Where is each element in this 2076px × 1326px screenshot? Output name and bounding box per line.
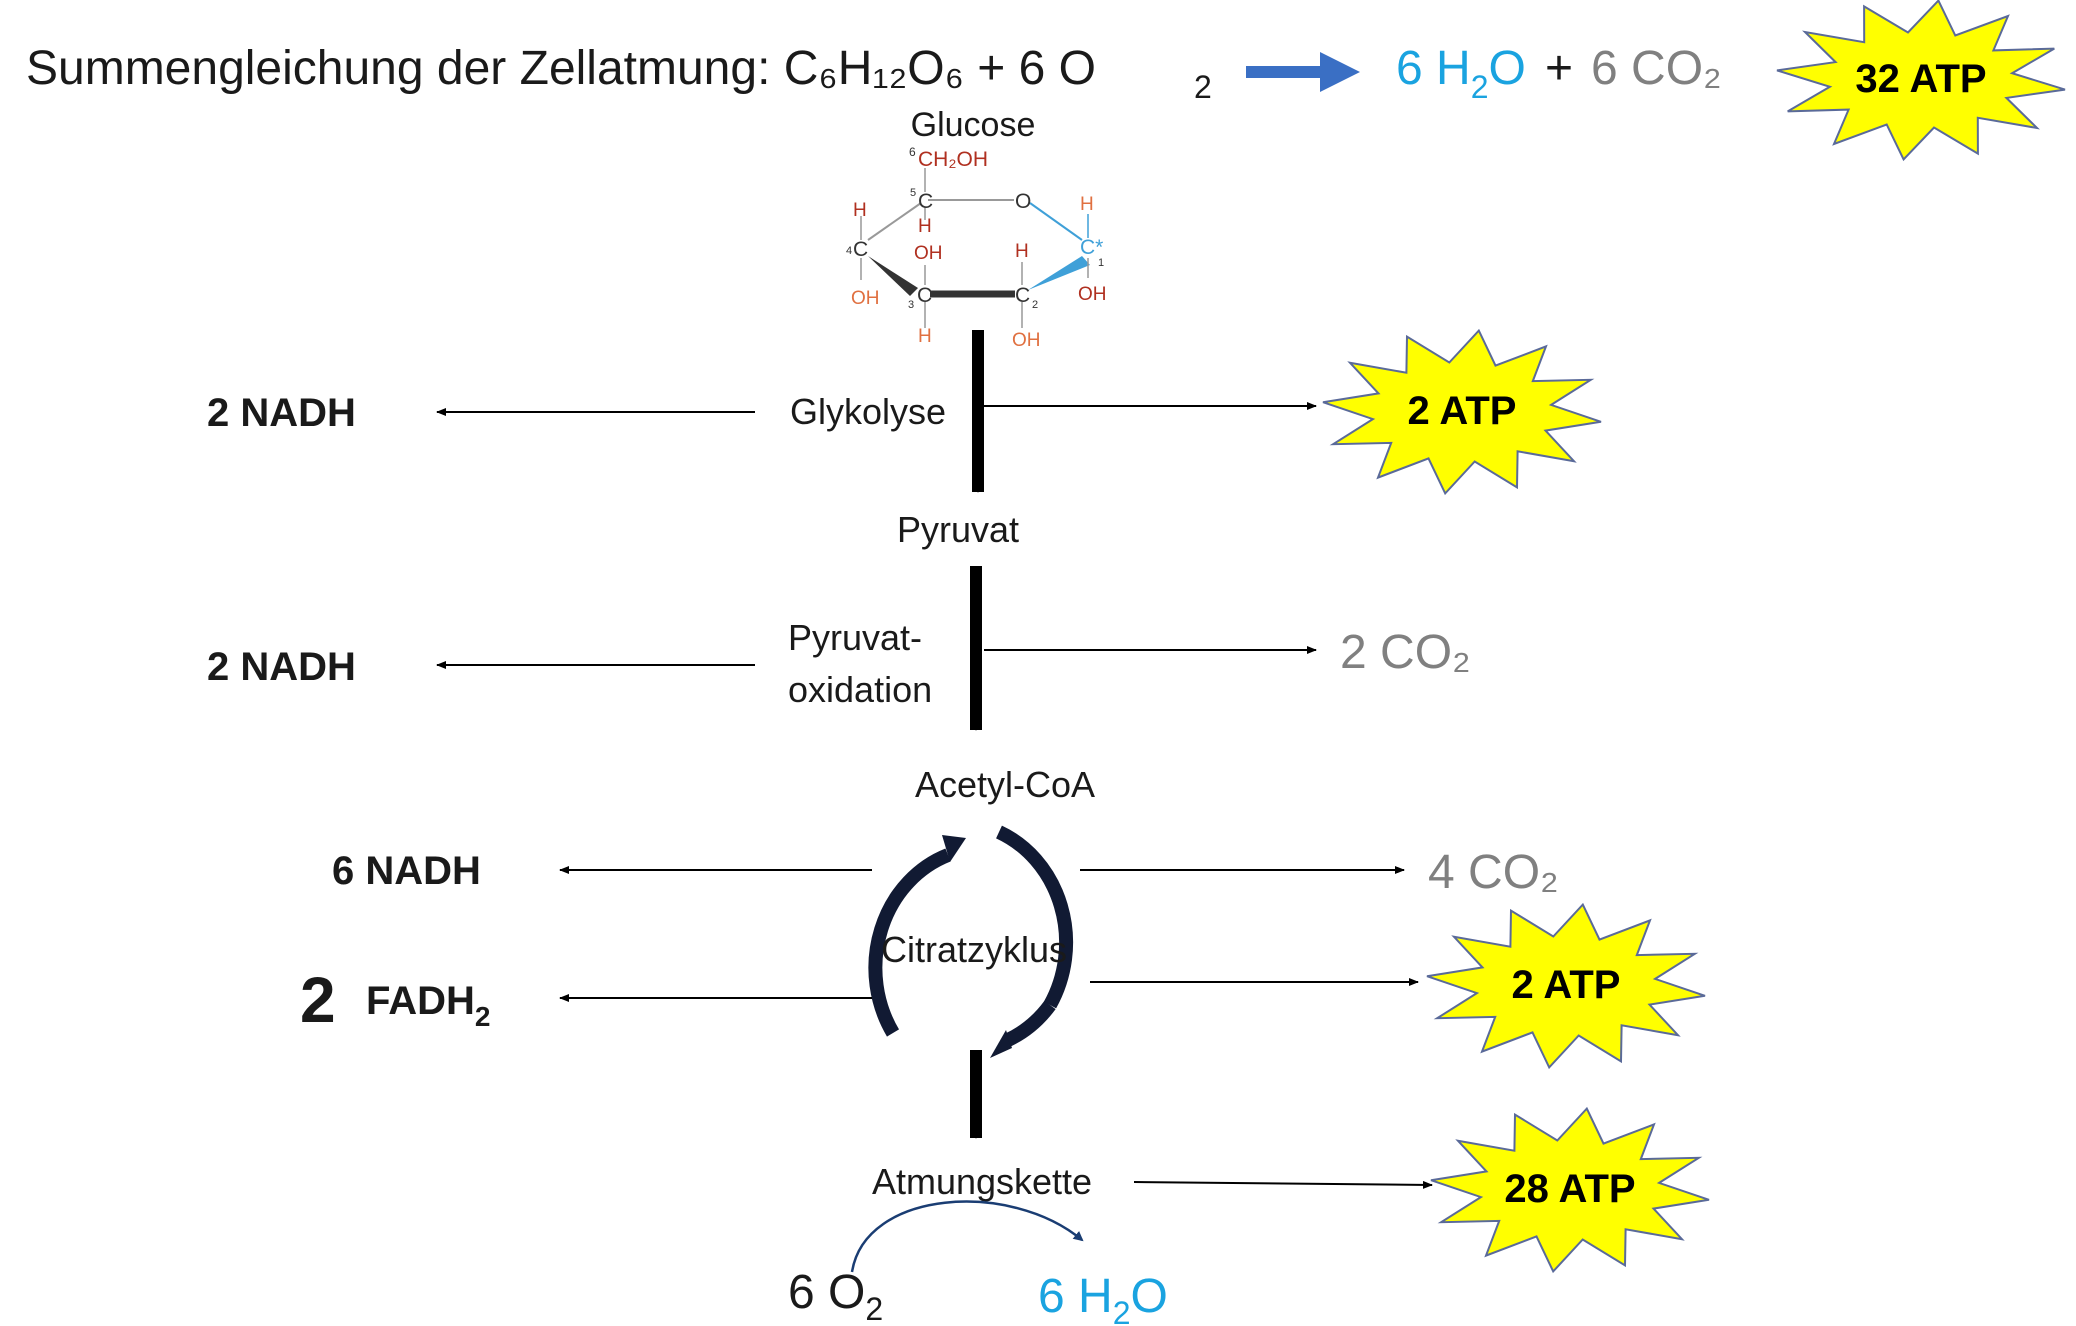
- pyr-nadh: 2 NADH: [207, 645, 356, 689]
- citrat-co2: 4 CO₂: [1428, 846, 1559, 899]
- step-citratzyklus: Citratzyklus: [881, 929, 1067, 970]
- svg-text:OH: OH: [914, 243, 943, 264]
- citrat-atp-label: 2 ATP: [1512, 963, 1621, 1007]
- star-citrat-atp: 2 ATP: [1426, 902, 1706, 1070]
- star-total-atp: 32 ATP: [1776, 0, 2066, 162]
- oxygen-to-water-arrow: [850, 1200, 1084, 1273]
- step-glykolyse: Glykolyse: [790, 391, 946, 432]
- step-pyruvat: Pyruvat: [897, 509, 1019, 550]
- svg-text:1: 1: [1098, 257, 1104, 269]
- starburst-icon: [1776, 0, 2066, 162]
- svg-text:4: 4: [846, 245, 852, 257]
- svg-text:H: H: [918, 326, 932, 347]
- atmung-h2o: 6 H2O: [1038, 1270, 1168, 1326]
- svg-text:H: H: [1080, 194, 1094, 215]
- svg-text:C*: C*: [1080, 236, 1103, 259]
- reaction-arrow-icon: [1246, 52, 1360, 92]
- starburst-icon: [1430, 1106, 1710, 1274]
- svg-text:OH: OH: [1012, 330, 1041, 351]
- equation-prefix: Summengleichung der Zellatmung: C₆H₁₂O₆ …: [26, 42, 1096, 95]
- step-pyruvat-ox-line2: oxidation: [788, 669, 932, 710]
- glucose-structure: Glucose 6 CH₂OH 5 C O H H 4 C OH OH 3 C …: [846, 106, 1107, 351]
- svg-text:OH: OH: [851, 288, 880, 309]
- svg-text:C: C: [853, 238, 868, 261]
- arrow-atmung-atp: [1133, 1180, 1433, 1189]
- ch2oh-label: CH₂OH: [918, 148, 988, 171]
- citrat-nadh: 6 NADH: [332, 849, 481, 893]
- equation-plus: +: [1545, 42, 1573, 95]
- svg-text:C: C: [917, 284, 932, 307]
- pyr-co2: 2 CO₂: [1340, 626, 1471, 679]
- svg-text:3: 3: [908, 299, 914, 311]
- starburst-icon: [1322, 328, 1602, 496]
- summary-equation: Summengleichung der Zellatmung: C₆H₁₂O₆ …: [26, 42, 1722, 105]
- step-atmungskette: Atmungskette: [872, 1161, 1092, 1202]
- step-acetyl-coa: Acetyl-CoA: [915, 764, 1095, 805]
- atmung-o2: 6 O2: [788, 1266, 883, 1326]
- star-glykolyse-atp: 2 ATP: [1322, 328, 1602, 496]
- svg-text:H: H: [853, 200, 867, 221]
- equation-co2: 6 CO₂: [1591, 42, 1722, 95]
- atmung-atp-label: 28 ATP: [1504, 1167, 1635, 1211]
- citrat-fadh2: FADH2: [366, 979, 490, 1032]
- svg-text:H: H: [918, 216, 932, 237]
- glykolyse-atp-label: 2 ATP: [1408, 389, 1517, 433]
- svg-text:6: 6: [909, 145, 916, 159]
- svg-text:C: C: [1015, 284, 1030, 307]
- svg-text:C: C: [918, 190, 933, 213]
- step-pyruvat-ox-line1: Pyruvat-: [788, 617, 922, 658]
- glyk-nadh: 2 NADH: [207, 391, 356, 435]
- svg-text:5: 5: [910, 187, 916, 199]
- citrat-fadh-count: 2: [300, 964, 336, 1036]
- citric-cycle-icon: [868, 825, 1074, 1058]
- ring-oxygen-label: O: [1015, 190, 1031, 213]
- glucose-title: Glucose: [911, 106, 1036, 144]
- star-atmung-atp: 28 ATP: [1430, 1106, 1710, 1274]
- svg-text:2: 2: [1032, 299, 1038, 311]
- svg-text:H: H: [1015, 241, 1029, 262]
- starburst-icon: [1426, 902, 1706, 1070]
- total-atp-label: 32 ATP: [1855, 57, 1986, 101]
- equation-water: 6 H2O: [1396, 42, 1526, 105]
- svg-text:OH: OH: [1078, 284, 1107, 305]
- equation-o2-subscript: 2: [1194, 69, 1212, 105]
